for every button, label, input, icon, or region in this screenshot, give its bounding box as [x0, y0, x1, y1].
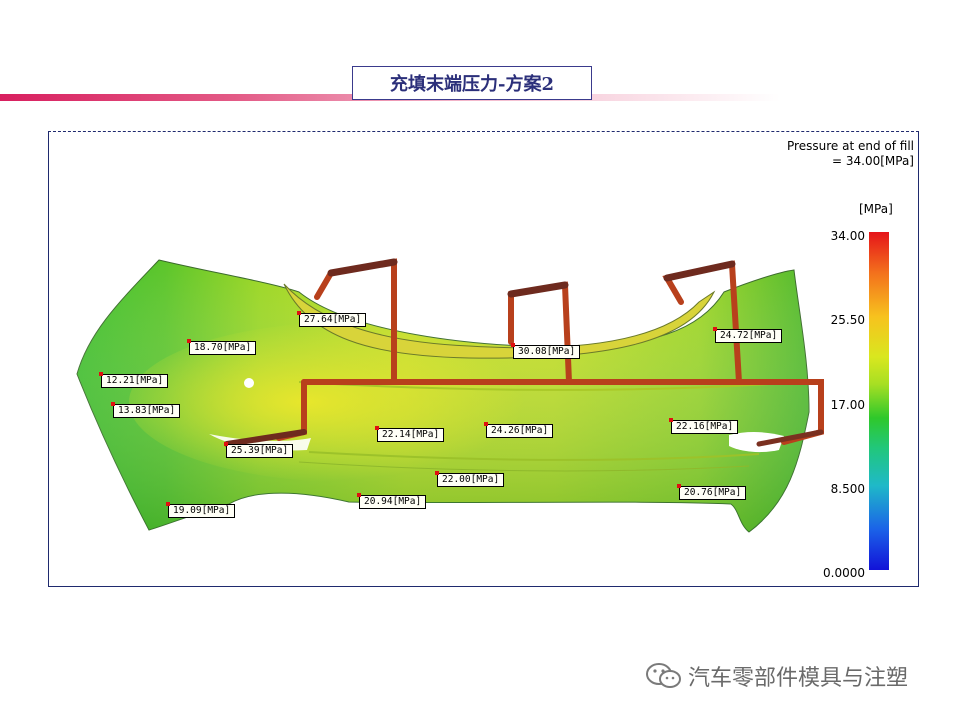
scale-unit-label: [MPa]	[859, 202, 893, 216]
result-title-line1: Pressure at end of fill	[787, 139, 914, 153]
pressure-callout: 24.26[MPa]	[483, 422, 554, 438]
pressure-callout: 22.16[MPa]	[668, 418, 739, 434]
pressure-callout: 12.21[MPa]	[98, 372, 169, 388]
result-title: Pressure at end of fill = 34.00[MPa]	[787, 139, 914, 169]
pressure-color-scale	[869, 232, 889, 570]
slide-title: 充填末端压力-方案2	[390, 74, 554, 95]
pressure-callout: 22.00[MPa]	[434, 471, 505, 487]
pressure-callout: 25.39[MPa]	[223, 442, 294, 458]
bumper-model	[76, 258, 824, 533]
result-viewport[interactable]: Pressure at end of fill = 34.00[MPa] [MP…	[48, 131, 919, 587]
watermark-text: 汽车零部件模具与注塑	[688, 666, 909, 691]
wechat-icon	[646, 663, 681, 688]
pressure-callout: 13.83[MPa]	[110, 402, 181, 418]
scale-tick-mid: 17.00	[830, 398, 865, 412]
pressure-callout: 18.70[MPa]	[186, 339, 257, 355]
slide-title-box: 充填末端压力-方案2	[352, 66, 592, 100]
runner-system	[224, 258, 824, 447]
pressure-callout: 24.72[MPa]	[712, 327, 783, 343]
pressure-callout: 27.64[MPa]	[296, 311, 367, 327]
pressure-callout: 22.14[MPa]	[374, 426, 445, 442]
pressure-callout: 20.94[MPa]	[356, 493, 427, 509]
scale-tick-min: 0.0000	[823, 566, 865, 580]
scale-tick-upper: 25.50	[830, 313, 865, 327]
pressure-callout: 19.09[MPa]	[165, 502, 236, 518]
pressure-callout: 30.08[MPa]	[510, 343, 581, 359]
pressure-callout: 20.76[MPa]	[676, 484, 747, 500]
scale-tick-max: 34.00	[830, 229, 865, 243]
result-title-line2: = 34.00[MPa]	[832, 154, 914, 168]
scale-tick-lower: 8.500	[830, 482, 865, 496]
watermark: 汽车零部件模具与注塑	[644, 660, 908, 692]
